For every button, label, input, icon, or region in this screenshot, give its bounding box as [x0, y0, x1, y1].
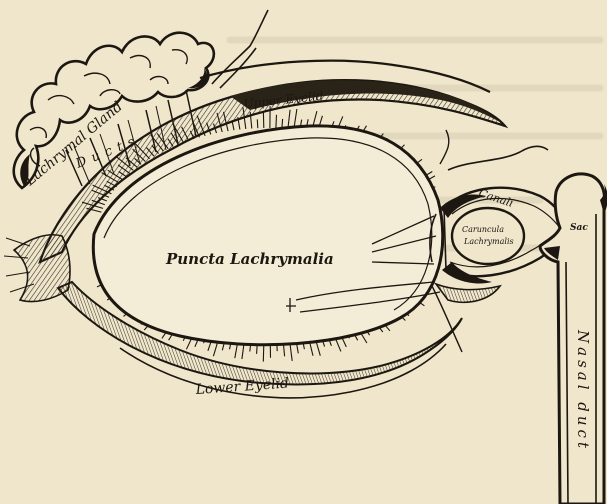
label-sac: Sac: [570, 223, 588, 233]
caruncula-body: [452, 208, 524, 264]
eyelash: [257, 119, 258, 128]
label-puncta-lachrymalia: Puncta Lachrymalia: [165, 250, 334, 268]
eyelash: [263, 344, 264, 362]
eyelash: [276, 115, 277, 128]
label-caruncula-line2: Lachrymalis: [463, 237, 514, 246]
label-nasal-duct: Nasal duct: [574, 329, 592, 452]
label-caruncula: Caruncula: [462, 225, 504, 234]
